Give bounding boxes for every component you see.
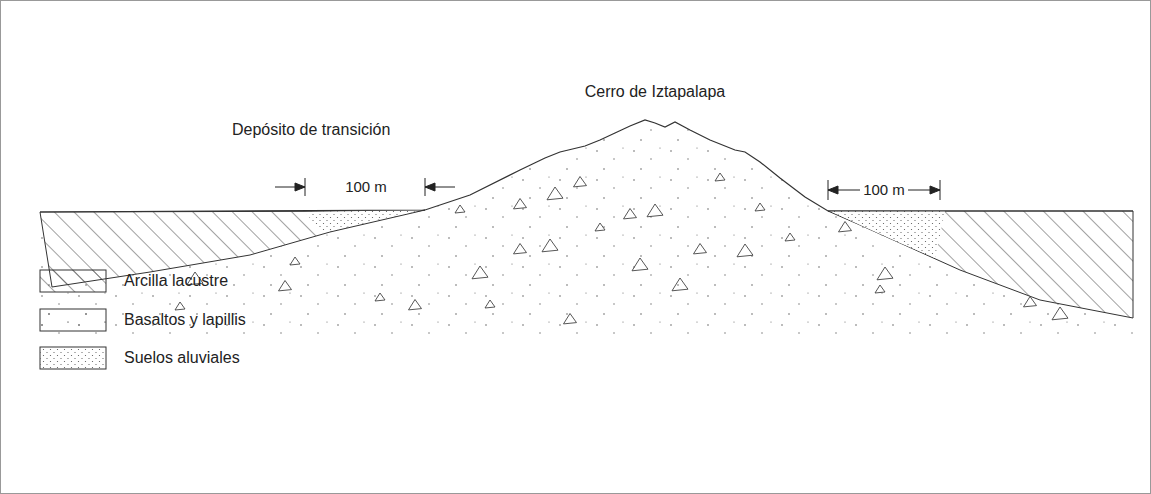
alluvial-right-ground <box>830 211 945 258</box>
dimension-value: 100 m <box>860 181 908 199</box>
basalt-fragment <box>1052 307 1068 320</box>
basalt-fragment <box>715 173 725 181</box>
basalt-body <box>40 120 1133 335</box>
basalt-fragment <box>564 314 577 324</box>
basalt-fragment <box>647 204 663 217</box>
hill-name: Cerro de Iztapalapa <box>585 83 726 101</box>
basalt-fragment <box>279 281 292 291</box>
basalt-fragment <box>785 233 795 241</box>
basalt-fragment <box>375 293 385 301</box>
basalt-fragment <box>755 203 765 211</box>
basalt-fragment <box>595 223 605 231</box>
alluvial-left-ground <box>305 210 422 233</box>
basalt-fragment <box>472 266 488 279</box>
legend-text: Suelos aluviales <box>124 349 240 367</box>
legend-text: Arcilla lacustre <box>124 272 228 290</box>
basalt-fragment <box>514 199 527 209</box>
basalt-fragment <box>839 222 852 232</box>
basalt-fragment <box>175 302 185 310</box>
basalt-fragment <box>547 187 563 200</box>
clay-right-ground <box>828 211 1133 318</box>
basalt-fragment <box>672 278 688 291</box>
basalt-fragments <box>175 173 1068 324</box>
legend-swatch-clay <box>40 270 106 292</box>
basalt-fragment <box>877 267 893 280</box>
clay-right <box>828 211 1133 318</box>
deposit-label: Depósito de transición <box>232 121 390 139</box>
basalt-fragment <box>542 239 558 252</box>
basalt-fragment <box>694 244 707 254</box>
basalt-fragment <box>632 258 648 271</box>
legend-swatch-alluvial <box>40 347 106 369</box>
alluvial-right <box>830 211 945 258</box>
basalt-fragment <box>290 257 300 265</box>
dimension-left <box>275 178 455 196</box>
basalt-fragment <box>455 205 465 213</box>
basalt-fragment <box>409 300 422 310</box>
ground-surface <box>40 120 1133 212</box>
basalt-fragment <box>624 209 637 219</box>
basalt-fragment <box>875 285 885 293</box>
basalt-fragment <box>514 244 527 254</box>
legend-text: Basaltos y lapillis <box>124 311 246 329</box>
basalt-fragment <box>574 177 587 187</box>
basalt-fragment <box>737 244 753 257</box>
dimension-value: 100 m <box>342 178 390 196</box>
basalt-fragment <box>485 300 495 308</box>
alluvial-left <box>305 210 422 233</box>
legend-swatch-basalt <box>40 309 106 331</box>
dimension-right <box>828 180 940 200</box>
